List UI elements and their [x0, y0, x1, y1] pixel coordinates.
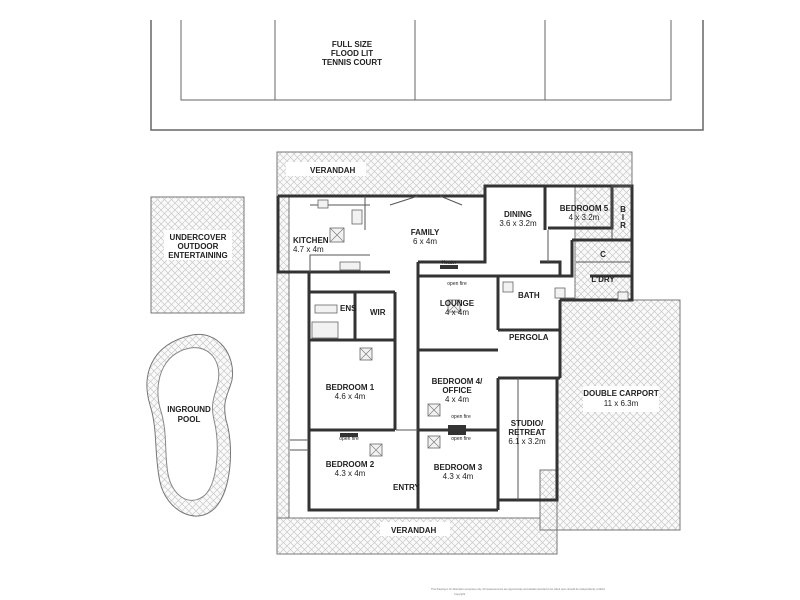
bedroom4-name-1: BEDROOM 4/ — [432, 377, 483, 386]
kitchen-size: 4.7 x 4m — [293, 245, 324, 254]
verandah-top-label: VERANDAH — [310, 166, 356, 175]
bedroom2-size: 4.3 x 4m — [335, 469, 366, 478]
studio-size: 6.1 x 3.2m — [508, 437, 546, 446]
disclaimer-line-2: Copyright — [454, 592, 465, 596]
undercover-entertaining: UNDERCOVER OUTDOOR ENTERTAINING — [150, 196, 245, 314]
house-walls — [276, 184, 634, 512]
tennis-court-label-1: FULL SIZE — [332, 40, 373, 49]
lounge-fire-label: open fire — [447, 281, 467, 287]
bir-label-b: B — [620, 205, 626, 214]
pool-label-2: POOL — [178, 415, 201, 424]
bedroom1-size: 4.6 x 4m — [335, 392, 366, 401]
bedroom4-name-2: OFFICE — [442, 386, 472, 395]
bedroom3-fire-label: open fire — [451, 436, 471, 442]
bedroom3-name: BEDROOM 3 — [434, 463, 483, 472]
undercover-label-3: ENTERTAINING — [168, 251, 227, 260]
bedroom5-size: 4 x 3.2m — [569, 213, 600, 222]
pool-label-1: INGROUND — [167, 405, 211, 414]
fixtures — [311, 199, 629, 457]
disclaimer: This drawing is for illustration purpose… — [431, 587, 606, 596]
office-fire-label: open fire — [451, 414, 471, 420]
carport-size: 11 x 6.3m — [604, 399, 639, 408]
studio-name-2: RETREAT — [508, 428, 545, 437]
laundry-c-label: C — [600, 250, 606, 259]
bedroom1-name: BEDROOM 1 — [326, 383, 375, 392]
lounge-name: LOUNGE — [440, 299, 475, 308]
undercover-label-1: UNDERCOVER — [170, 233, 227, 242]
family-size: 6 x 4m — [413, 237, 437, 246]
verandah-bottom-label: VERANDAH — [391, 526, 437, 535]
kitchen-name: KITCHEN — [293, 236, 329, 245]
undercover-label-2: OUTDOOR — [178, 242, 219, 251]
verandah: VERANDAH VERANDAH — [276, 151, 633, 555]
lounge-size: 4 x 4m — [445, 308, 469, 317]
bedroom4-size: 4 x 4m — [445, 395, 469, 404]
bedroom5-name: BEDROOM 5 — [560, 204, 609, 213]
double-carport: DOUBLE CARPORT 11 x 6.3m — [556, 299, 681, 531]
bedroom2-name: BEDROOM 2 — [326, 460, 375, 469]
tennis-court: FULL SIZE FLOOD LIT TENNIS COURT — [150, 20, 704, 131]
entry-label: ENTRY — [393, 483, 420, 492]
dining-name: DINING — [504, 210, 532, 219]
bir-label-r: R — [620, 221, 626, 230]
pergola-label: PERGOLA — [509, 333, 549, 342]
tennis-court-label-3: TENNIS COURT — [322, 58, 382, 67]
bedroom3-size: 4.3 x 4m — [443, 472, 474, 481]
heater-label: Heater — [441, 260, 456, 266]
bath-label: BATH — [518, 291, 540, 300]
carport-name: DOUBLE CARPORT — [583, 389, 659, 398]
wir-label: WIR — [370, 308, 386, 317]
bedroom2-fire-label: open fire — [339, 436, 359, 442]
bir-label-i: I — [622, 213, 624, 222]
disclaimer-line-1: This drawing is for illustration purpose… — [431, 587, 606, 591]
ens-label: ENS — [340, 304, 357, 313]
laundry-name: L'DRY — [591, 275, 615, 284]
family-name: FAMILY — [411, 228, 440, 237]
studio-name-1: STUDIO/ — [511, 419, 544, 428]
room-labels: KITCHEN 4.7 x 4m FAMILY 6 x 4m DINING 3.… — [293, 204, 626, 492]
dining-size: 3.6 x 3.2m — [499, 219, 537, 228]
inground-pool: INGROUND POOL — [146, 333, 234, 517]
tennis-court-label-2: FLOOD LIT — [331, 49, 373, 58]
